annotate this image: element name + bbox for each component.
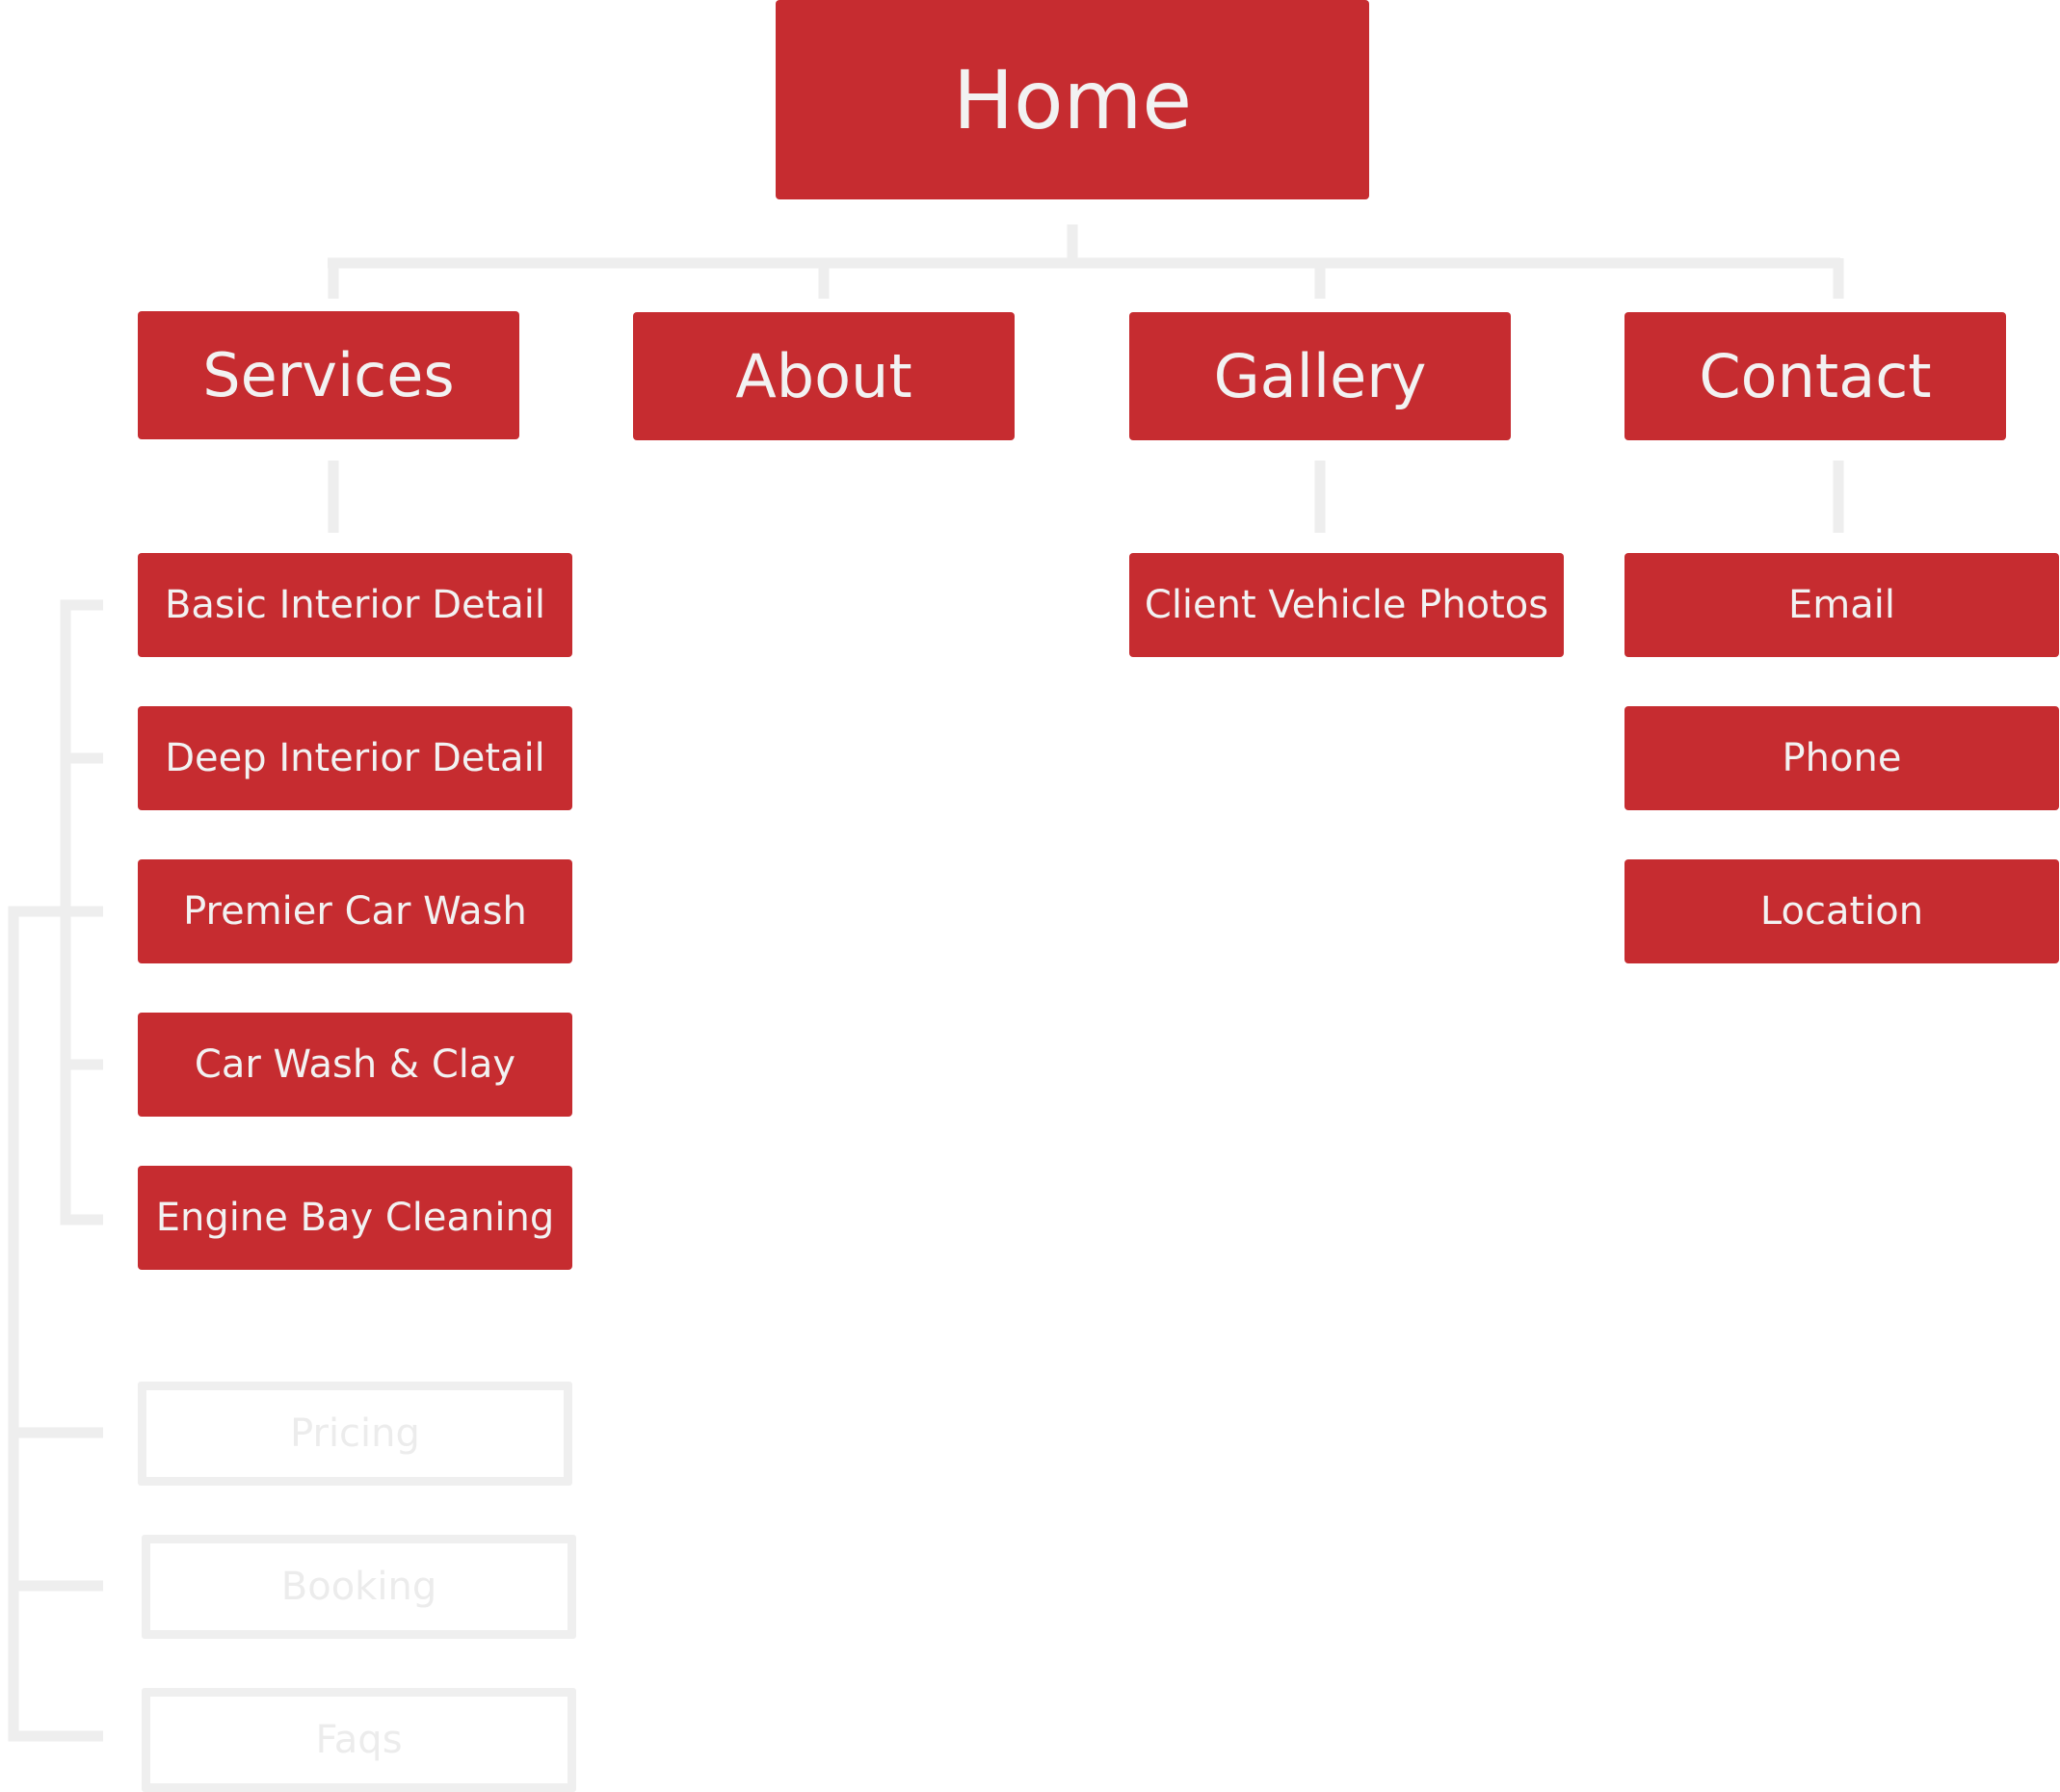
about-node[interactable]: About <box>633 312 1015 440</box>
service-engine-bay-cleaning[interactable]: Engine Bay Cleaning <box>138 1166 572 1270</box>
contact-node[interactable]: Contact <box>1624 312 2006 440</box>
planned-pricing: Pricing <box>138 1382 572 1486</box>
planned-faqs: Faqs <box>142 1688 576 1792</box>
service-premier-car-wash[interactable]: Premier Car Wash <box>138 859 572 963</box>
gallery-node[interactable]: Gallery <box>1129 312 1511 440</box>
connector-planned-bracket <box>8 906 103 1742</box>
service-basic-interior-detail[interactable]: Basic Interior Detail <box>138 553 572 657</box>
contact-location[interactable]: Location <box>1624 859 2059 963</box>
contact-phone[interactable]: Phone <box>1624 706 2059 810</box>
services-node[interactable]: Services <box>138 311 519 439</box>
gallery-client-vehicle-photos[interactable]: Client Vehicle Photos <box>1129 553 1564 657</box>
service-deep-interior-detail[interactable]: Deep Interior Detail <box>138 706 572 810</box>
home-node[interactable]: Home <box>776 0 1369 199</box>
planned-booking: Booking <box>142 1535 576 1639</box>
service-car-wash-clay[interactable]: Car Wash & Clay <box>138 1013 572 1117</box>
contact-email[interactable]: Email <box>1624 553 2059 657</box>
